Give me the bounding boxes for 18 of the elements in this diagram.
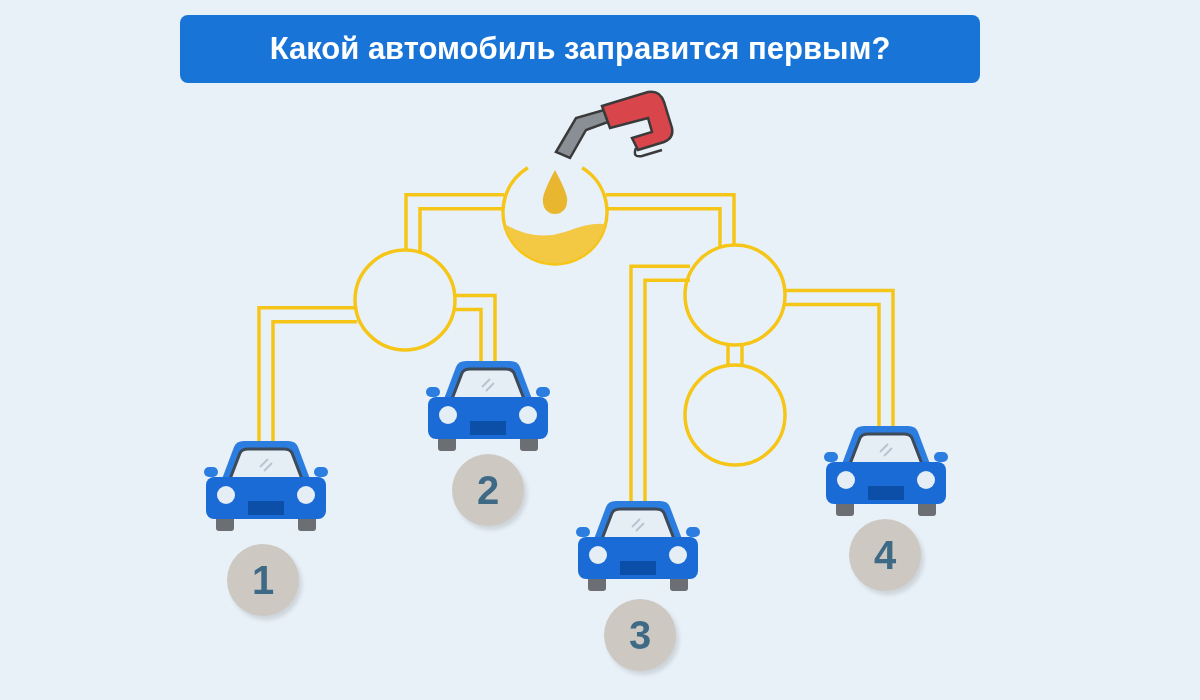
tank-circle — [353, 248, 457, 352]
title-text: Какой автомобиль заправится первым? — [269, 31, 891, 67]
car-icon — [576, 499, 700, 591]
pipe — [784, 288, 895, 426]
pipe — [726, 345, 744, 365]
tank-circle — [683, 363, 787, 467]
pipe — [629, 264, 690, 501]
number-badge: 1 — [227, 544, 299, 616]
pipe — [404, 192, 505, 251]
pipe — [257, 306, 358, 441]
car-icon — [426, 359, 550, 451]
number-badge: 3 — [604, 599, 676, 671]
number-badge: 2 — [452, 454, 524, 526]
number-badge: 4 — [849, 519, 921, 591]
tank-circle — [683, 243, 787, 347]
car-icon — [204, 439, 328, 531]
car-icon — [824, 424, 948, 516]
pipe — [605, 192, 736, 246]
